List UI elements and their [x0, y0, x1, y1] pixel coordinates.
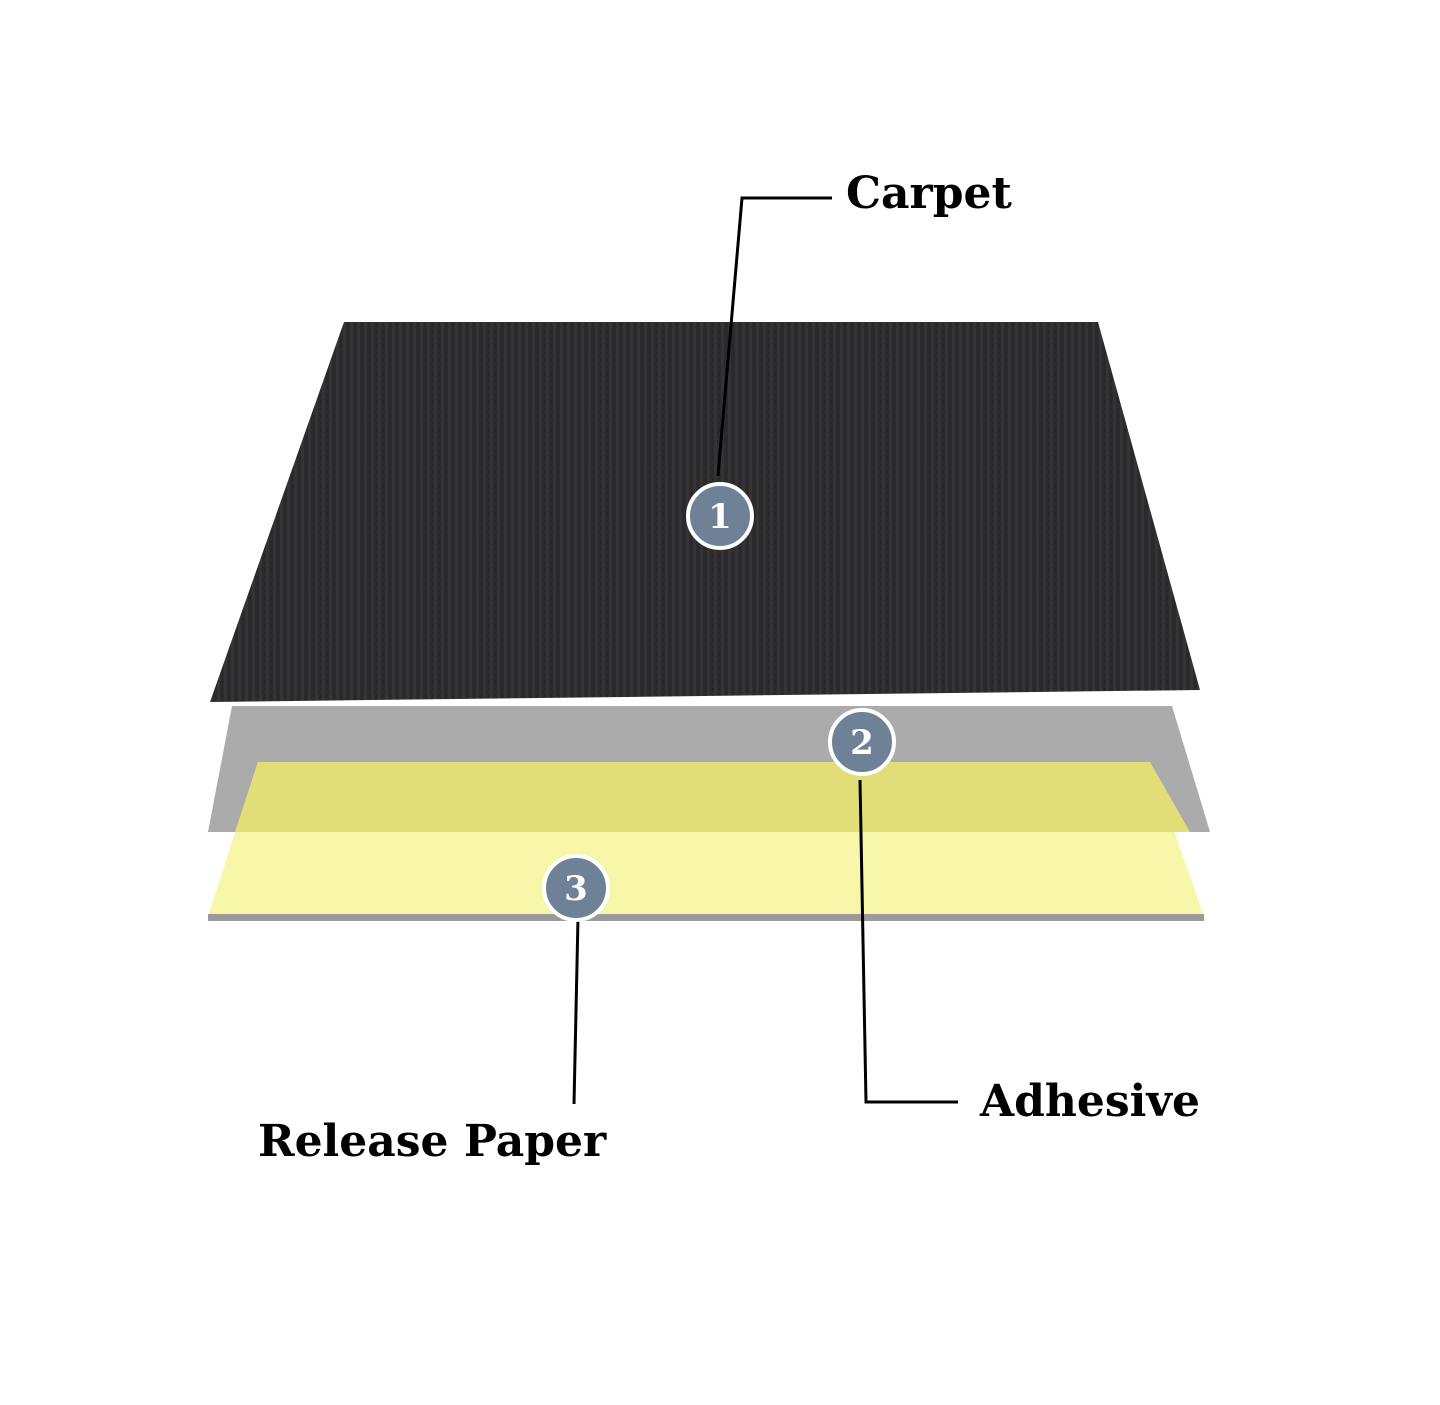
badge-release-paper: 3 [542, 854, 610, 922]
badge-adhesive: 2 [828, 708, 896, 776]
badge-number: 2 [850, 723, 874, 763]
adhesive-leader-line [858, 779, 958, 1104]
release-paper-leader-line [572, 917, 580, 1105]
badge-number: 3 [564, 869, 588, 909]
carpet-leader-line [716, 196, 832, 477]
label-adhesive: Adhesive [979, 1076, 1200, 1127]
release-paper-edge [208, 914, 1204, 921]
badge-carpet: 1 [686, 482, 754, 550]
paper-adhesive-overlap [235, 762, 1190, 832]
label-release-paper: Release Paper [258, 1116, 607, 1167]
label-carpet: Carpet [846, 168, 1012, 219]
badge-number: 1 [708, 497, 732, 537]
